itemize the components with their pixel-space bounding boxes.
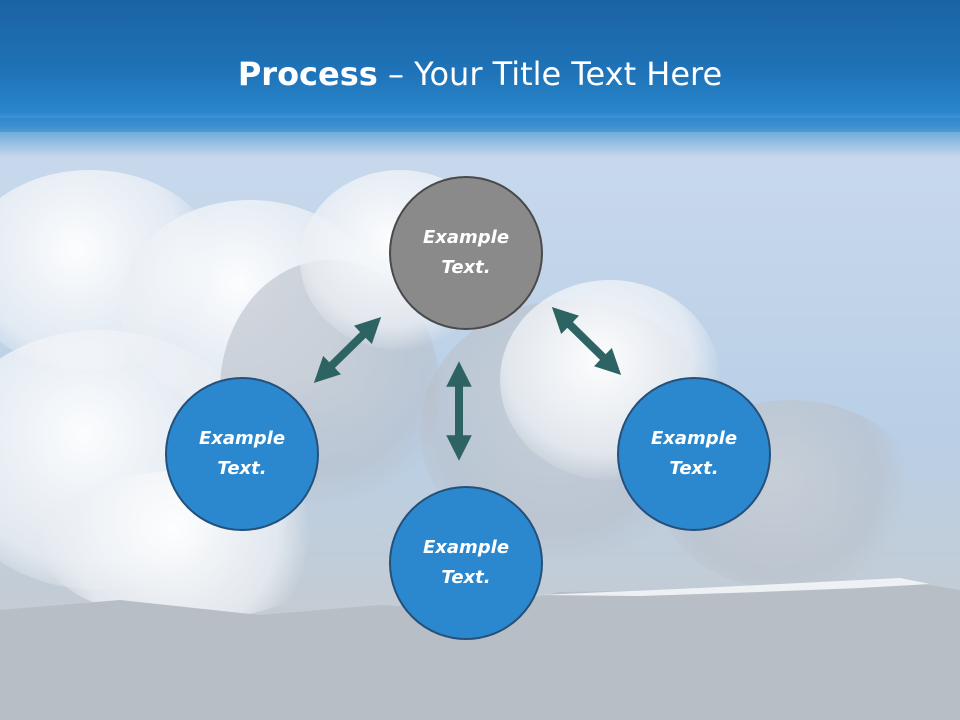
title-bar — [0, 0, 960, 132]
arrow-top-left — [313, 317, 382, 383]
node-top-line1: Example — [422, 227, 510, 248]
mountain-ridge — [0, 578, 960, 720]
node-left-line1: Example — [198, 428, 286, 449]
node-left-line2: Text. — [217, 458, 267, 479]
node-bottom-line2: Text. — [441, 567, 491, 588]
arrow-top-right — [551, 307, 622, 375]
page-title: Process – Your Title Text Here — [0, 52, 960, 96]
node-right-line2: Text. — [669, 458, 719, 479]
node-bottom-line1: Example — [422, 537, 510, 558]
title-bold: Process — [237, 55, 378, 93]
title-rest: – Your Title Text Here — [377, 55, 723, 93]
node-right-line1: Example — [650, 428, 738, 449]
node-top-line2: Text. — [441, 257, 491, 278]
title-bar-fade — [0, 118, 960, 158]
